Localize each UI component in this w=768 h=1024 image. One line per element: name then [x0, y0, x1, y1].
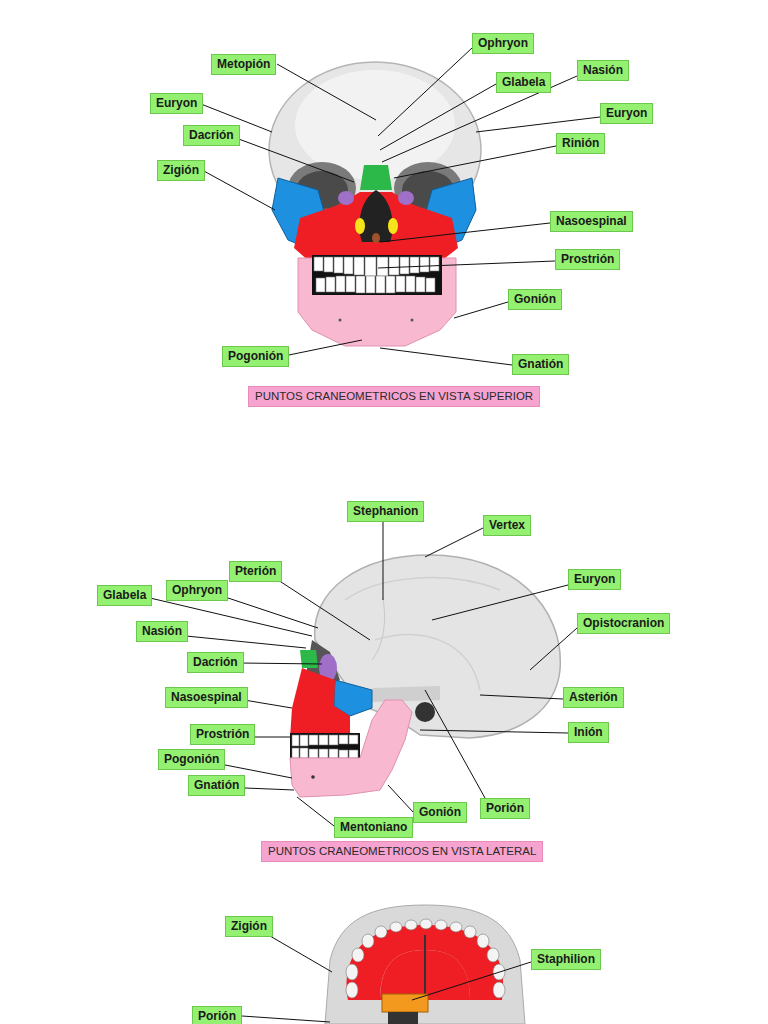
point-label: Vertex: [483, 515, 531, 536]
label-text: Dacrión: [193, 655, 238, 670]
label-text: Rinión: [562, 136, 599, 151]
label-text: Pterión: [235, 564, 276, 579]
label-text: Gnatión: [518, 357, 563, 372]
label-text: Vertex: [489, 518, 525, 533]
label-text: Ophryon: [172, 583, 222, 598]
label-text: Opistocranion: [583, 616, 664, 631]
label-text: Stephanion: [353, 504, 418, 519]
label-text: Ophryon: [478, 36, 528, 51]
point-label: Pterión: [229, 561, 282, 582]
label-text: Prostrión: [561, 252, 614, 267]
point-label: Staphilion: [531, 949, 601, 970]
point-label: Stephanion: [347, 501, 424, 522]
label-text: Dacrión: [189, 128, 234, 143]
leader-lines: [242, 936, 531, 1022]
point-label: Metopión: [211, 54, 276, 75]
point-label: Nasión: [136, 621, 188, 642]
label-text: Staphilion: [537, 952, 595, 967]
label-text: Prostrión: [196, 727, 249, 742]
label-text: Zigión: [163, 163, 199, 178]
label-text: Mentoniano: [340, 820, 407, 835]
point-label: Euryon: [568, 569, 621, 590]
label-text: Glabela: [103, 588, 146, 603]
label-text: Nasoespinal: [171, 690, 242, 705]
point-label: Gnatión: [512, 354, 569, 375]
point-label: Gonión: [413, 802, 467, 823]
label-text: PUNTOS CRANEOMETRICOS EN VISTA LATERAL: [268, 844, 536, 859]
point-label: Rinión: [556, 133, 605, 154]
point-label: Nasión: [577, 60, 629, 81]
label-text: Pogonión: [164, 752, 219, 767]
point-label: Mentoniano: [334, 817, 413, 838]
point-label: Pogonión: [158, 749, 225, 770]
label-text: Euryon: [156, 96, 197, 111]
point-label: Inión: [568, 722, 609, 743]
point-label: Glabela: [496, 72, 551, 93]
point-label: Ophryon: [472, 33, 534, 54]
caption-box: PUNTOS CRANEOMETRICOS EN VISTA LATERAL: [261, 841, 543, 862]
label-text: Nasión: [583, 63, 623, 78]
label-text: Gonión: [419, 805, 461, 820]
point-label: Pogonión: [222, 346, 289, 367]
point-label: Gonión: [508, 289, 562, 310]
label-text: Gnatión: [194, 778, 239, 793]
point-label: Prostrión: [555, 249, 620, 270]
label-text: Asterión: [569, 690, 618, 705]
point-label: Asterión: [563, 687, 624, 708]
point-label: Opistocranion: [577, 613, 670, 634]
point-label: Nasoespinal: [550, 211, 633, 232]
frontal-skull: [269, 62, 481, 346]
point-label: Euryon: [150, 93, 203, 114]
label-text: Pogonión: [228, 349, 283, 364]
point-label: Euryon: [600, 103, 653, 124]
point-label: Prostrión: [190, 724, 255, 745]
leader-lines: [150, 522, 577, 826]
point-label: Gnatión: [188, 775, 245, 796]
label-text: Metopión: [217, 57, 270, 72]
point-label: Dacrión: [187, 652, 244, 673]
label-text: Porión: [198, 1009, 236, 1024]
label-text: Zigión: [231, 919, 267, 934]
point-label: Porión: [192, 1006, 242, 1024]
label-text: Nasión: [142, 624, 182, 639]
point-label: Porión: [480, 798, 530, 819]
label-text: Nasoespinal: [556, 214, 627, 229]
point-label: Nasoespinal: [165, 687, 248, 708]
label-text: Euryon: [606, 106, 647, 121]
point-label: Zigión: [225, 916, 273, 937]
label-text: Euryon: [574, 572, 615, 587]
caption-box: PUNTOS CRANEOMETRICOS EN VISTA SUPERIOR: [248, 386, 540, 407]
label-text: Gonión: [514, 292, 556, 307]
base-skull: [325, 905, 525, 1024]
label-text: PUNTOS CRANEOMETRICOS EN VISTA SUPERIOR: [255, 389, 533, 404]
point-label: Glabela: [97, 585, 152, 606]
point-label: Dacrión: [183, 125, 240, 146]
label-text: Inión: [574, 725, 603, 740]
point-label: Ophryon: [166, 580, 228, 601]
leader-lines: [201, 48, 600, 365]
label-text: Glabela: [502, 75, 545, 90]
lateral-skull: [290, 555, 560, 797]
point-label: Zigión: [157, 160, 205, 181]
label-text: Porión: [486, 801, 524, 816]
